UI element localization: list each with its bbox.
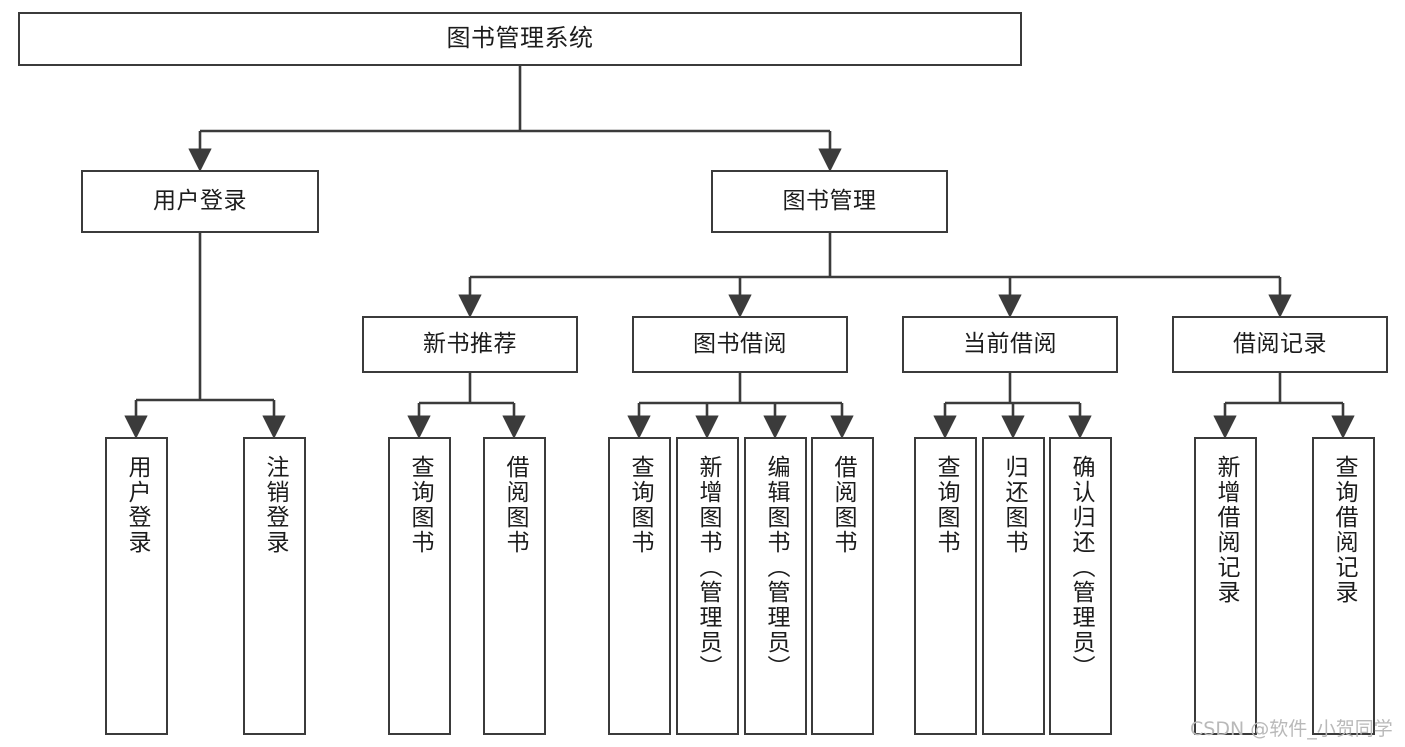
csdn-watermark: CSDN @软件_小贺同学 <box>1190 718 1393 740</box>
node-label: 查询图书 <box>933 455 959 555</box>
node-leaf-add-book[interactable]: 新增图书（管理员） <box>676 437 739 735</box>
node-leaf-query-book-current[interactable]: 查询图书 <box>914 437 977 735</box>
node-leaf-return-book[interactable]: 归还图书 <box>982 437 1045 735</box>
node-label: 新书推荐 <box>423 331 517 358</box>
node-leaf-borrow-book-borrow[interactable]: 借阅图书 <box>811 437 874 735</box>
node-label: 图书借阅 <box>693 331 787 358</box>
node-current-borrow[interactable]: 当前借阅 <box>902 316 1118 373</box>
node-leaf-confirm-return[interactable]: 确认归还（管理员） <box>1049 437 1112 735</box>
node-label: 查询图书 <box>627 455 653 555</box>
node-label: 新增借阅记录 <box>1213 455 1239 605</box>
node-label: 归还图书 <box>1001 455 1027 555</box>
node-label: 查询图书 <box>407 455 433 555</box>
node-user-login[interactable]: 用户登录 <box>81 170 319 233</box>
node-label: 图书管理 <box>782 188 877 215</box>
node-leaf-edit-book[interactable]: 编辑图书（管理员） <box>744 437 807 735</box>
node-leaf-borrow-book-recommend[interactable]: 借阅图书 <box>483 437 546 735</box>
node-book-borrow[interactable]: 图书借阅 <box>632 316 848 373</box>
node-label: 借阅图书 <box>830 455 856 555</box>
node-label: 借阅记录 <box>1233 331 1327 358</box>
node-label: 借阅图书 <box>502 455 528 555</box>
node-label: 用户登录 <box>153 188 247 215</box>
node-borrow-record[interactable]: 借阅记录 <box>1172 316 1388 373</box>
node-label: 当前借阅 <box>963 331 1057 358</box>
node-leaf-add-borrow-record[interactable]: 新增借阅记录 <box>1194 437 1257 735</box>
node-root-book-management-system[interactable]: 图书管理系统 <box>18 12 1022 66</box>
node-new-book-recommend[interactable]: 新书推荐 <box>362 316 578 373</box>
node-leaf-query-borrow-record[interactable]: 查询借阅记录 <box>1312 437 1375 735</box>
node-label: 注销登录 <box>262 455 288 555</box>
node-leaf-query-book-recommend[interactable]: 查询图书 <box>388 437 451 735</box>
node-leaf-user-login[interactable]: 用户登录 <box>105 437 168 735</box>
node-label: 新增图书（管理员） <box>695 455 721 680</box>
node-leaf-logout-login[interactable]: 注销登录 <box>243 437 306 735</box>
node-label: 查询借阅记录 <box>1331 455 1357 605</box>
node-label: 图书管理系统 <box>446 24 594 53</box>
node-label: 确认归还（管理员） <box>1068 455 1094 680</box>
node-leaf-query-book-borrow[interactable]: 查询图书 <box>608 437 671 735</box>
node-book-management[interactable]: 图书管理 <box>711 170 948 233</box>
node-label: 编辑图书（管理员） <box>763 455 789 680</box>
node-label: 用户登录 <box>124 455 150 555</box>
